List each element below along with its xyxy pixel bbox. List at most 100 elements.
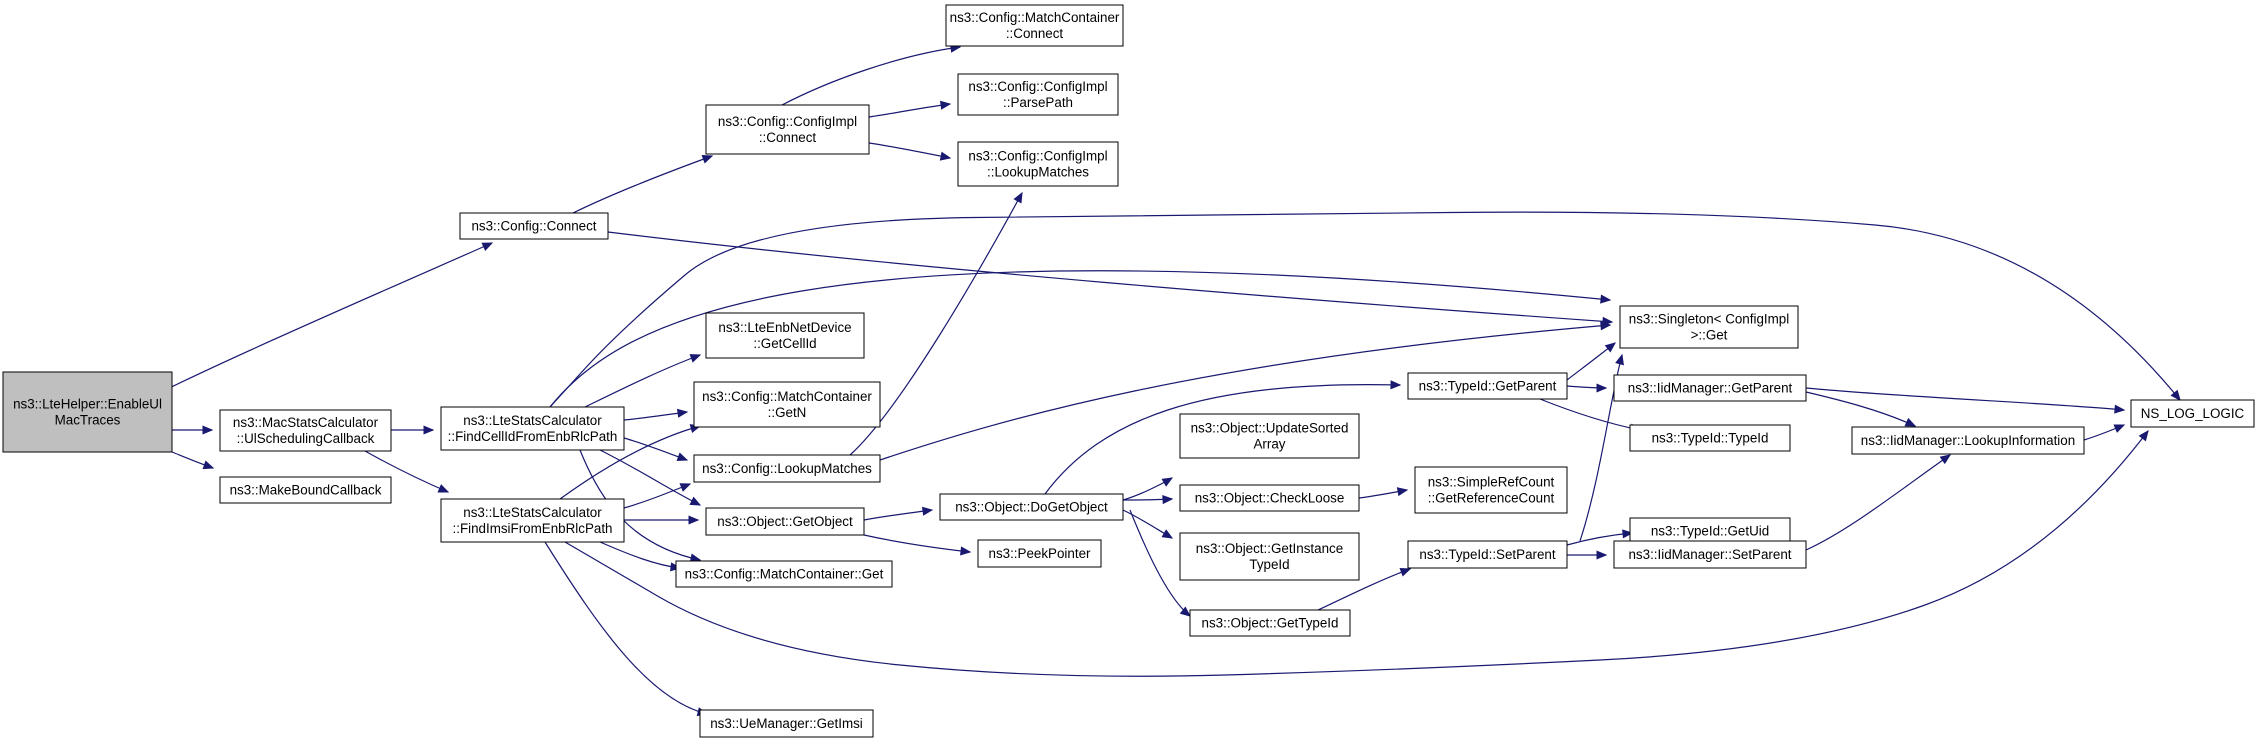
- node-ns-log-logic[interactable]: NS_LOG_LOGIC: [2130, 399, 2255, 428]
- node-box: [440, 406, 625, 451]
- edge-config-lookup-matches-to-singleton-get: [879, 321, 1612, 461]
- arrowhead-icon: [921, 506, 934, 516]
- node-ue-manager-get-imsi[interactable]: ns3::UeManager::GetImsi: [699, 709, 874, 738]
- arrowhead-icon: [688, 515, 700, 525]
- arrowhead-icon: [437, 484, 450, 493]
- arrowhead-icon: [1161, 529, 1174, 539]
- node-label-line: ns3::TypeId::TypeId: [1652, 431, 1769, 446]
- node-box: [1407, 540, 1568, 569]
- edge-mac-stats-ul-sched-cb-to-find-imsi-from-enb-rlc-path: [364, 450, 450, 493]
- node-box: [945, 4, 1124, 47]
- edge-typeid-get-parent-to-typeid-typeid: [1539, 398, 1642, 433]
- edge-object-do-get-object-to-object-get-typeid: [1129, 509, 1192, 617]
- edge-mac-stats-ul-sched-cb-to-find-cellid-from-enb-rlc-path: [391, 425, 435, 435]
- node-object-get-typeid[interactable]: ns3::Object::GetTypeId: [1189, 609, 1351, 637]
- node-label-line: ns3::LteHelper::EnableUl: [13, 397, 162, 412]
- edge-typeid-get-parent-to-singleton-get: [1566, 342, 1617, 381]
- node-label-line: ns3::IidManager::LookupInformation: [1861, 433, 2075, 448]
- arrowhead-icon: [1596, 550, 1608, 560]
- node-box: [219, 476, 392, 504]
- edge-object-check-loose-to-simple-ref-count-get-ref-count: [1358, 487, 1409, 499]
- arrowhead-icon: [1622, 529, 1634, 539]
- node-config-impl-connect[interactable]: ns3::Config::ConfigImpl::Connect: [705, 104, 870, 155]
- node-config-impl-lookup-matches[interactable]: ns3::Config::ConfigImpl::LookupMatches: [957, 141, 1119, 187]
- arrowhead-icon: [701, 154, 714, 164]
- arrowhead-icon: [1600, 294, 1612, 304]
- node-label-line: MacTraces: [55, 413, 121, 428]
- node-label-line: ::UlSchedulingCallback: [237, 431, 375, 446]
- node-label-line: ns3::Object::DoGetObject: [955, 500, 1108, 515]
- edge-find-cellid-from-enb-rlc-path-to-config-lookup-matches: [623, 437, 689, 462]
- node-label-line: ns3::TypeId::GetUid: [1651, 524, 1769, 539]
- node-box: [699, 709, 874, 738]
- node-label-line: ns3::Config::MatchContainer: [950, 10, 1120, 25]
- node-box: [705, 312, 865, 359]
- node-config-lookup-matches[interactable]: ns3::Config::LookupMatches: [693, 454, 881, 483]
- node-typeid-set-parent[interactable]: ns3::TypeId::SetParent: [1407, 540, 1568, 569]
- node-object-do-get-object[interactable]: ns3::Object::DoGetObject: [939, 493, 1124, 521]
- node-config-impl-parse-path[interactable]: ns3::Config::ConfigImpl::ParsePath: [957, 73, 1119, 116]
- node-find-imsi-from-enb-rlc-path[interactable]: ns3::LteStatsCalculator::FindImsiFromEnb…: [440, 498, 625, 543]
- node-singleton-get[interactable]: ns3::Singleton< ConfigImpl>::Get: [1619, 305, 1799, 349]
- arrowhead-icon: [676, 408, 689, 418]
- node-box: [957, 141, 1119, 187]
- node-typeid-get-uid[interactable]: ns3::TypeId::GetUid: [1629, 517, 1791, 545]
- edge-object-get-typeid-to-typeid-set-parent: [1317, 567, 1412, 611]
- node-match-container-get-n[interactable]: ns3::Config::MatchContainer::GetN: [693, 381, 881, 428]
- node-label-line: ns3::Singleton< ConfigImpl: [1629, 312, 1789, 327]
- node-box: [705, 104, 870, 155]
- arrowhead-icon: [1179, 606, 1192, 617]
- node-label-line: ::Connect: [1006, 26, 1064, 41]
- node-box: [1414, 466, 1568, 514]
- node-label-line: ns3::TypeId::GetParent: [1419, 379, 1557, 394]
- edge-find-cellid-from-enb-rlc-path-to-lte-enb-net-device-get-cellid: [584, 354, 702, 408]
- node-typeid-get-parent[interactable]: ns3::TypeId::GetParent: [1407, 372, 1568, 400]
- edge-typeid-set-parent-to-typeid-get-uid: [1566, 529, 1634, 546]
- node-label-line: ns3::Object::GetInstance: [1196, 541, 1343, 556]
- node-label-line: ns3::Object::CheckLoose: [1195, 491, 1345, 506]
- node-object-get-object[interactable]: ns3::Object::GetObject: [705, 507, 865, 536]
- node-simple-ref-count-get-ref-count[interactable]: ns3::SimpleRefCount::GetReferenceCount: [1414, 466, 1568, 514]
- edge-iid-manager-set-parent-to-iid-manager-lookup-information: [1805, 454, 1952, 551]
- node-label-line: ::ParsePath: [1003, 95, 1073, 110]
- node-lte-enb-net-device-get-cellid[interactable]: ns3::LteEnbNetDevice::GetCellId: [705, 312, 865, 359]
- node-iid-manager-set-parent[interactable]: ns3::IidManager::SetParent: [1613, 540, 1807, 569]
- node-iid-manager-get-parent[interactable]: ns3::IidManager::GetParent: [1613, 374, 1807, 402]
- node-make-bound-callback[interactable]: ns3::MakeBoundCallback: [219, 476, 392, 504]
- edge-config-lookup-matches-to-config-impl-lookup-matches: [849, 191, 1023, 456]
- arrowhead-icon: [423, 425, 435, 435]
- node-label-line: ns3::Config::LookupMatches: [702, 461, 872, 476]
- node-label-line: ns3::MakeBoundCallback: [230, 483, 382, 498]
- edge-config-impl-connect-to-config-impl-parse-path: [868, 100, 952, 118]
- node-label-line: ns3::Config::Connect: [471, 219, 596, 234]
- node-mac-stats-ul-sched-cb[interactable]: ns3::MacStatsCalculator::UlSchedulingCal…: [219, 409, 392, 452]
- edge-find-cellid-from-enb-rlc-path-to-match-container-get-n: [623, 408, 689, 421]
- node-config-connect[interactable]: ns3::Config::Connect: [459, 212, 609, 240]
- arrowhead-icon: [1600, 321, 1612, 331]
- node-label-line: ::GetCellId: [753, 336, 816, 351]
- node-peek-pointer[interactable]: ns3::PeekPointer: [977, 539, 1102, 568]
- node-iid-manager-lookup-information[interactable]: ns3::IidManager::LookupInformation: [1851, 426, 2085, 455]
- node-label-line: ns3::TypeId::SetParent: [1419, 547, 1556, 562]
- arrowhead-icon: [939, 151, 952, 161]
- node-typeid-typeid[interactable]: ns3::TypeId::TypeId: [1629, 424, 1791, 452]
- edge-config-impl-connect-to-match-container-connect: [781, 43, 962, 106]
- node-label-line: NS_LOG_LOGIC: [2141, 406, 2245, 421]
- node-label-line: ns3::Config::MatchContainer: [702, 389, 872, 404]
- node-label-line: TypeId: [1249, 557, 1289, 572]
- node-match-container-get[interactable]: ns3::Config::MatchContainer::Get: [675, 560, 893, 588]
- arrowhead-icon: [1604, 342, 1617, 353]
- node-box: [675, 560, 893, 588]
- node-match-container-connect[interactable]: ns3::Config::MatchContainer::Connect: [945, 4, 1124, 47]
- node-find-cellid-from-enb-rlc-path[interactable]: ns3::LteStatsCalculator::FindCellIdFromE…: [440, 406, 625, 451]
- edge-enable-ul-mac-traces-to-mac-stats-ul-sched-cb: [172, 425, 214, 435]
- arrowhead-icon: [679, 483, 692, 492]
- edge-iid-manager-get-parent-to-iid-manager-lookup-information: [1805, 391, 1917, 427]
- node-object-check-loose[interactable]: ns3::Object::CheckLoose: [1179, 484, 1360, 512]
- arrowhead-icon: [2113, 424, 2126, 433]
- node-label-line: >::Get: [1691, 328, 1728, 343]
